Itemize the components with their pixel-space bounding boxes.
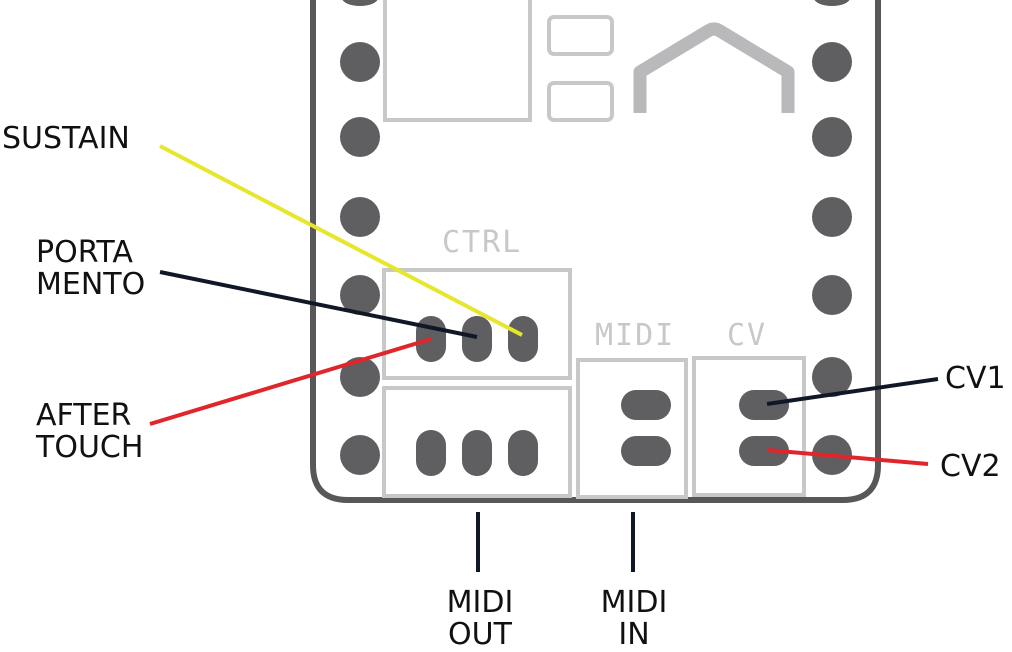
midi-out-pad: [416, 430, 446, 476]
smd-pad: [547, 81, 614, 122]
pin: [814, 0, 850, 6]
pin: [812, 42, 852, 82]
cv1-wire: [766, 377, 939, 406]
smd-pad: [547, 15, 614, 56]
midi-out-pad: [462, 430, 492, 476]
cv-pad-1: [739, 390, 789, 420]
label-portamento-line2: MENTO: [36, 267, 146, 302]
cv2-wire: [766, 448, 929, 466]
midi-in-pad: [621, 436, 671, 466]
chip-outline: [383, 0, 532, 122]
label-cv2: CV2: [940, 449, 1001, 484]
pin: [340, 357, 380, 397]
label-aftertouch-line1: AFTER: [36, 398, 132, 433]
label-portamento: PORTA MENTO: [36, 237, 145, 301]
pin: [340, 197, 380, 237]
aftertouch-wire: [149, 337, 432, 426]
label-sustain: SUSTAIN: [2, 121, 130, 156]
pin: [340, 42, 380, 82]
cv-header-outline: [692, 356, 806, 497]
pin: [342, 0, 378, 6]
label-midi-in-line2: IN: [618, 617, 650, 652]
sustain-wire: [159, 144, 523, 337]
ctrl-pad-sustain: [508, 316, 538, 362]
ctrl-pad-portamento: [462, 316, 492, 362]
portamento-wire: [159, 270, 478, 339]
silk-midi: MIDI: [595, 318, 675, 353]
label-aftertouch-line2: TOUCH: [36, 430, 144, 465]
pin: [340, 435, 380, 475]
pin: [812, 197, 852, 237]
midi-out-header-outline: [382, 386, 572, 498]
ctrl-header-outline: [382, 268, 572, 380]
label-portamento-line1: PORTA: [36, 235, 133, 270]
pin: [812, 117, 852, 157]
silk-ctrl: CTRL: [442, 225, 522, 260]
label-aftertouch: AFTER TOUCH: [36, 400, 143, 464]
label-midi-out: MIDI OUT: [440, 587, 520, 651]
pin: [340, 117, 380, 157]
pin: [340, 275, 380, 315]
pin: [812, 357, 852, 397]
label-midi-out-line1: MIDI: [446, 585, 514, 620]
pin: [812, 275, 852, 315]
bridge-trace: [633, 22, 795, 113]
board-outline: [310, 0, 881, 503]
midi-out-pad: [508, 430, 538, 476]
silk-cv: CV: [727, 318, 767, 353]
midi-in-pad: [621, 390, 671, 420]
label-midi-in-line1: MIDI: [600, 585, 668, 620]
midi-in-header-outline: [576, 358, 688, 499]
cv-pad-2: [739, 436, 789, 466]
label-midi-out-line2: OUT: [448, 617, 512, 652]
label-midi-in: MIDI IN: [594, 587, 674, 651]
label-cv1: CV1: [945, 361, 1006, 396]
